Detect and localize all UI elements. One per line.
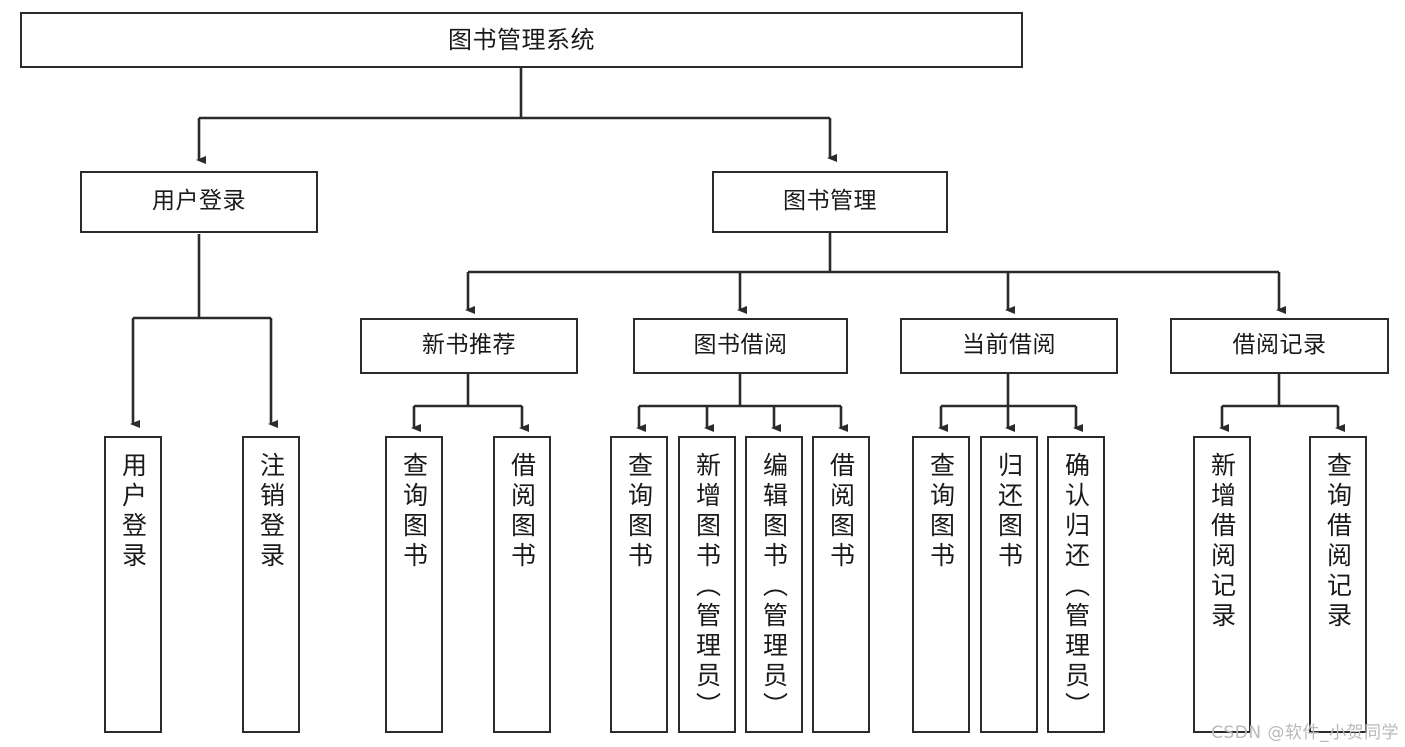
leaf-current-borrow-confirm-label: 确认归还（管理员）	[1061, 452, 1091, 722]
node-new-book-recommend-label: 新书推荐	[422, 332, 516, 359]
node-book-borrow[interactable]: 图书借阅	[633, 318, 848, 374]
node-root[interactable]: 图书管理系统	[20, 12, 1023, 68]
leaf-current-borrow-query[interactable]: 查询图书	[912, 436, 970, 733]
leaf-user-login-logout-label: 注销登录	[256, 452, 286, 572]
node-borrow-record[interactable]: 借阅记录	[1170, 318, 1389, 374]
leaf-book-borrow-borrow-label: 借阅图书	[826, 452, 856, 572]
node-user-login-label: 用户登录	[152, 188, 246, 215]
node-book-management-label: 图书管理	[783, 188, 877, 215]
leaf-book-borrow-query[interactable]: 查询图书	[610, 436, 668, 733]
node-new-book-recommend[interactable]: 新书推荐	[360, 318, 578, 374]
leaf-borrow-record-add-label: 新增借阅记录	[1207, 452, 1237, 632]
node-current-borrow[interactable]: 当前借阅	[900, 318, 1118, 374]
node-book-management[interactable]: 图书管理	[712, 171, 948, 233]
leaf-current-borrow-query-label: 查询图书	[926, 452, 956, 572]
node-user-login[interactable]: 用户登录	[80, 171, 318, 233]
leaf-user-login-login[interactable]: 用户登录	[104, 436, 162, 733]
leaf-new-book-borrow-label: 借阅图书	[507, 452, 537, 572]
leaf-current-borrow-return-label: 归还图书	[994, 452, 1024, 572]
leaf-borrow-record-query-label: 查询借阅记录	[1323, 452, 1353, 632]
csdn-watermark: CSDN @软件_小贺同学	[1211, 723, 1399, 743]
leaf-borrow-record-query[interactable]: 查询借阅记录	[1309, 436, 1367, 733]
leaf-new-book-query-label: 查询图书	[399, 452, 429, 572]
node-borrow-record-label: 借阅记录	[1232, 332, 1327, 359]
leaf-user-login-logout[interactable]: 注销登录	[242, 436, 300, 733]
leaf-borrow-record-add[interactable]: 新增借阅记录	[1193, 436, 1251, 733]
leaf-current-borrow-return[interactable]: 归还图书	[980, 436, 1038, 733]
leaf-new-book-borrow[interactable]: 借阅图书	[493, 436, 551, 733]
leaf-book-borrow-add[interactable]: 新增图书（管理员）	[678, 436, 736, 733]
leaf-new-book-query[interactable]: 查询图书	[385, 436, 443, 733]
leaf-book-borrow-edit[interactable]: 编辑图书（管理员）	[745, 436, 803, 733]
node-book-borrow-label: 图书借阅	[693, 332, 788, 359]
leaf-book-borrow-add-label: 新增图书（管理员）	[692, 452, 722, 722]
leaf-book-borrow-query-label: 查询图书	[624, 452, 654, 572]
node-root-label: 图书管理系统	[448, 25, 595, 54]
leaf-book-borrow-borrow[interactable]: 借阅图书	[812, 436, 870, 733]
leaf-current-borrow-confirm[interactable]: 确认归还（管理员）	[1047, 436, 1105, 733]
leaf-book-borrow-edit-label: 编辑图书（管理员）	[759, 452, 789, 722]
node-current-borrow-label: 当前借阅	[962, 332, 1056, 359]
leaf-user-login-login-label: 用户登录	[118, 452, 148, 572]
